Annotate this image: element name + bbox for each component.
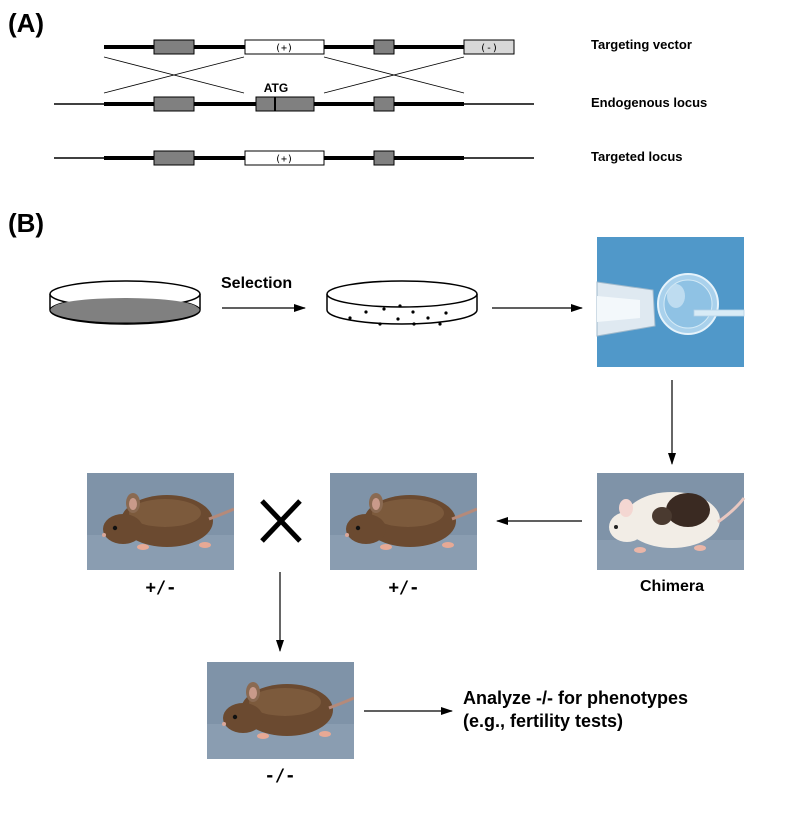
ko-genotype: -/- [265,766,296,786]
targeting-vector-label: Targeting vector [591,37,692,52]
endogenous-locus-label: Endogenous locus [591,95,707,110]
culture-dish-colonies [326,280,478,326]
targeting-vector-row: (+) (-) Targeting vector [104,37,692,55]
recombination-crosses [103,56,465,94]
vector-negative-marker: (-) [480,43,498,54]
het-genotype-2: +/- [389,578,420,598]
vector-exon-2 [373,39,395,55]
panel-a-label: (A) [8,8,44,38]
chimera-label: Chimera [640,578,704,595]
endogenous-locus-row: ATG Endogenous locus [54,81,707,112]
targeted-locus-row: (+) Targeted locus [54,149,683,166]
cross-icon [260,499,302,543]
targeted-exon-3 [373,150,395,166]
targeted-positive-marker: (+) [275,154,293,165]
culture-dish-confluent [49,280,201,325]
endogenous-exon-3 [373,96,395,112]
analyze-text-line1: Analyze -/- for phenotypes [463,688,688,708]
vector-positive-selection-cassette [244,39,325,55]
het-genotype-1: +/- [146,578,177,598]
analyze-text-line2: (e.g., fertility tests) [463,711,623,731]
blastocyst-injection-photo [596,237,745,367]
endogenous-exon-1 [153,96,195,112]
targeted-locus-label: Targeted locus [591,149,683,164]
endogenous-atg-exon [255,96,315,112]
ko-mouse-photo [207,662,354,759]
panel-b-label: (B) [8,208,44,238]
targeted-positive-cassette [244,150,325,166]
selection-label: Selection [221,275,292,292]
vector-positive-marker: (+) [275,43,293,54]
atg-label: ATG [264,81,288,95]
chimera-mouse-photo [597,473,746,570]
vector-exon-1 [153,39,195,55]
het-mouse-photo-2 [330,473,477,570]
targeted-exon-1 [153,150,195,166]
vector-negative-selection-cassette [463,39,515,55]
het-mouse-photo-1 [87,473,234,570]
